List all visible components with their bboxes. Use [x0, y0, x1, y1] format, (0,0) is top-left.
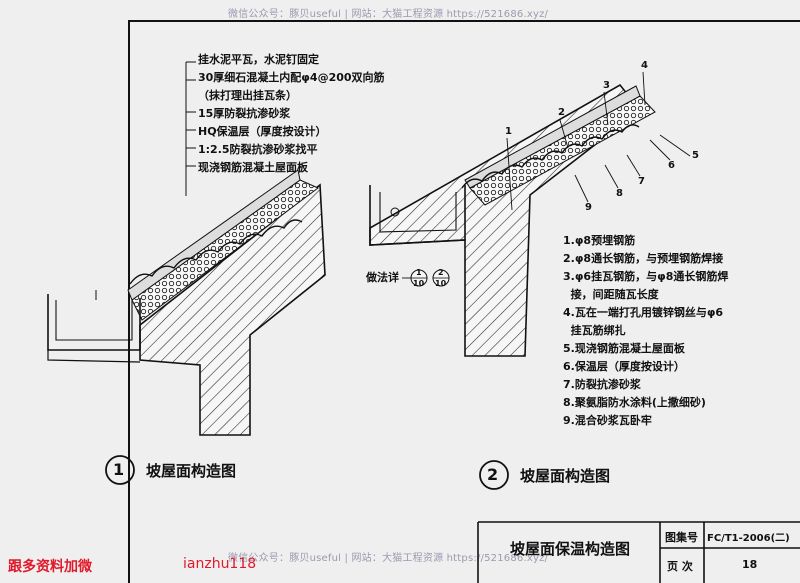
legend-item: 1.φ8预埋钢筋 — [563, 234, 636, 247]
callout-7: 7 — [638, 176, 645, 187]
callout-3: 3 — [603, 80, 610, 91]
legend-item: 9.混合砂浆瓦卧牢 — [563, 414, 652, 427]
detail-ref2-bottom: 10 — [435, 279, 447, 288]
callout-5: 5 — [692, 150, 699, 161]
note-line: （抹打理出挂瓦条） — [198, 89, 297, 102]
figure2-drawing — [369, 71, 691, 357]
watermark-top: 微信公众号：豚贝useful | 网站：大猫工程资源 https://52168… — [228, 9, 549, 20]
figure2-number: 2 — [487, 465, 499, 484]
figure1-number: 1 — [113, 460, 125, 479]
legend-item: 6.保温层（厚度按设计） — [563, 360, 685, 373]
figure2-caption: 坡屋面构造图 — [520, 467, 611, 485]
figure1-drawing — [47, 61, 326, 436]
detail-ref-top: 1 — [416, 268, 422, 277]
callout-8: 8 — [616, 188, 623, 199]
figure2-legend: 1.φ8预埋钢筋 2.φ8通长钢筋，与预埋钢筋焊接 3.φ6挂瓦钢筋，与φ8通长… — [563, 232, 728, 430]
callout-2: 2 — [558, 107, 565, 118]
legend-item: 4.瓦在一端打孔用镀锌钢丝与φ6 — [563, 306, 724, 319]
callout-1: 1 — [505, 126, 512, 137]
note-line: 现浇钢筋混凝土屋面板 — [198, 161, 308, 174]
note-line: 30厚细石混凝土内配φ4@200双向筋 — [198, 71, 385, 84]
detail-ref2-top: 2 — [438, 268, 444, 277]
legend-item: 8.聚氨脂防水涂料(上撒细砂) — [563, 396, 706, 409]
legend-item: 2.φ8通长钢筋，与预埋钢筋焊接 — [563, 252, 724, 265]
drawing-title: 坡屋面保温构造图 — [510, 540, 631, 558]
note-line: HQ保温层（厚度按设计） — [198, 125, 327, 138]
page-label: 页 次 — [667, 560, 693, 573]
atlas-number: FC/T1-2006(二) — [707, 533, 790, 544]
callout-6: 6 — [668, 160, 675, 171]
note-line: 1:2.5防裂抗渗砂浆找平 — [198, 143, 318, 156]
legend-item: 3.φ6挂瓦钢筋，与φ8通长钢筋焊 — [563, 270, 729, 283]
footer-right-text: ianzhu118 — [183, 556, 257, 572]
detail-ref-label: 做法详 — [366, 271, 399, 284]
note-line: 15厚防裂抗渗砂浆 — [198, 107, 291, 120]
footer-left-text: 跟多资料加微 — [8, 559, 92, 575]
callout-9: 9 — [585, 202, 592, 213]
watermark-bottom: 微信公众号：豚贝useful | 网站：大猫工程资源 https://52168… — [228, 553, 549, 564]
callout-4: 4 — [641, 60, 648, 71]
legend-item: 挂瓦筋绑扎 — [563, 324, 626, 337]
page-number: 18 — [742, 558, 758, 571]
legend-item: 接，间距随瓦长度 — [563, 288, 659, 301]
figure1-notes: 挂水泥平瓦，水泥钉固定 30厚细石混凝土内配φ4@200双向筋 （抹打理出挂瓦条… — [198, 51, 385, 177]
legend-item: 5.现浇钢筋混凝土屋面板 — [563, 342, 685, 355]
figure1-caption: 坡屋面构造图 — [146, 462, 237, 480]
legend-item: 7.防裂抗渗砂浆 — [563, 378, 641, 391]
detail-ref-bottom: 10 — [413, 279, 425, 288]
drawing-frame — [128, 20, 800, 583]
atlas-label: 图集号 — [665, 531, 698, 544]
note-line: 挂水泥平瓦，水泥钉固定 — [198, 53, 319, 66]
